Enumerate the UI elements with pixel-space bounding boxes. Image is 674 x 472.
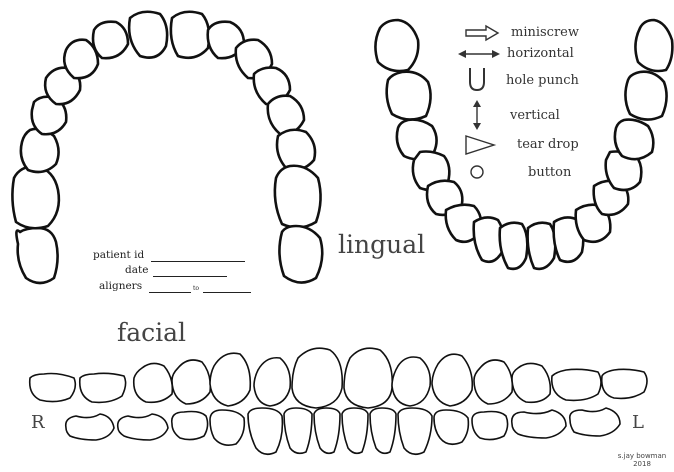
upper-tooth-r1	[171, 12, 209, 58]
facial-lower-tooth-8	[342, 408, 368, 453]
facial-view-label: facial	[117, 318, 186, 347]
date-label: date	[125, 264, 148, 276]
author-name: s.jay bowman	[612, 452, 672, 460]
lower-tooth-r7	[625, 72, 666, 120]
legend-miniscrew-label: miniscrew	[511, 25, 579, 40]
facial-upper-tooth-3	[134, 363, 173, 402]
facial-upper-tooth-2	[80, 373, 126, 402]
facial-upper-tooth-14	[602, 369, 647, 398]
facial-upper-tooth-7	[292, 348, 342, 408]
button-icon	[471, 166, 483, 178]
facial-lower-tooth-5	[248, 408, 282, 454]
facial-lower-tooth-13	[512, 410, 566, 438]
legend-horizontal-label: horizontal	[507, 46, 574, 61]
facial-lower-tooth-1	[66, 414, 114, 440]
facial-lower-tooth-11	[434, 410, 468, 444]
miniscrew-icon	[466, 26, 498, 40]
facial-upper-tooth-8	[344, 348, 392, 408]
facial-upper-tooth-4	[172, 360, 210, 404]
author-year: 2018	[612, 460, 672, 468]
facial-lower-tooth-4	[210, 410, 244, 445]
upper-tooth-l1	[129, 12, 167, 58]
facial-lower-tooth-14	[570, 408, 620, 436]
facial-upper-tooth-12	[512, 363, 550, 402]
facial-upper-row	[30, 348, 647, 408]
legend-tear-drop-label: tear drop	[517, 137, 579, 152]
upper-tooth-l2	[93, 22, 128, 59]
lower-tooth-r6	[615, 120, 653, 160]
facial-lower-tooth-2	[118, 414, 168, 440]
lingual-view-label: lingual	[338, 230, 425, 259]
lower-tooth-r8	[635, 20, 672, 71]
aligners-to-label: to	[193, 285, 199, 292]
lower-tooth-l8	[375, 20, 418, 71]
facial-upper-tooth-9	[392, 357, 430, 406]
facial-upper-tooth-11	[474, 360, 512, 404]
upper-tooth-r5	[268, 96, 304, 135]
patient-id-label: patient id	[93, 249, 144, 261]
author-credit: s.jay bowman 2018	[612, 452, 672, 468]
facial-lower-tooth-12	[472, 412, 508, 440]
date-field[interactable]	[153, 276, 227, 277]
lower-tooth-l1	[500, 223, 528, 269]
facial-upper-tooth-1	[30, 374, 76, 402]
legend-button-label: button	[528, 165, 571, 180]
facial-upper-tooth-10	[432, 354, 472, 406]
upper-tooth-r8	[279, 226, 322, 283]
hole-punch-icon	[470, 68, 484, 90]
legend-icons	[458, 26, 500, 178]
lower-tooth-l7	[387, 72, 431, 120]
lower-tooth-r1	[528, 223, 556, 269]
facial-lower-tooth-3	[172, 412, 208, 440]
facial-lower-row	[66, 408, 620, 454]
facial-upper-tooth-5	[210, 353, 250, 406]
aligners-label: aligners	[99, 280, 142, 292]
upper-tooth-l6	[21, 129, 59, 172]
horizontal-arrow-icon	[458, 50, 500, 58]
legend-hole-punch-label: hole punch	[506, 73, 579, 88]
aligners-to-field[interactable]	[203, 292, 251, 293]
aligners-from-field[interactable]	[149, 292, 191, 293]
upper-tooth-l7	[12, 166, 58, 228]
facial-lower-tooth-7	[314, 408, 340, 453]
facial-upper-tooth-13	[552, 369, 601, 400]
patient-id-field[interactable]	[151, 261, 245, 262]
legend-vertical-label: vertical	[510, 108, 560, 123]
vertical-arrow-icon	[473, 100, 481, 130]
facial-upper-tooth-6	[254, 358, 290, 406]
upper-arch	[12, 12, 322, 283]
upper-tooth-r7	[275, 166, 321, 228]
tear-drop-icon	[466, 136, 494, 154]
right-side-marker: R	[31, 412, 45, 433]
facial-lower-tooth-10	[398, 408, 432, 454]
left-side-marker: L	[632, 412, 644, 433]
facial-lower-tooth-6	[284, 408, 312, 453]
upper-tooth-r6	[277, 130, 315, 170]
facial-lower-tooth-9	[370, 408, 396, 453]
upper-tooth-l8	[16, 228, 57, 283]
